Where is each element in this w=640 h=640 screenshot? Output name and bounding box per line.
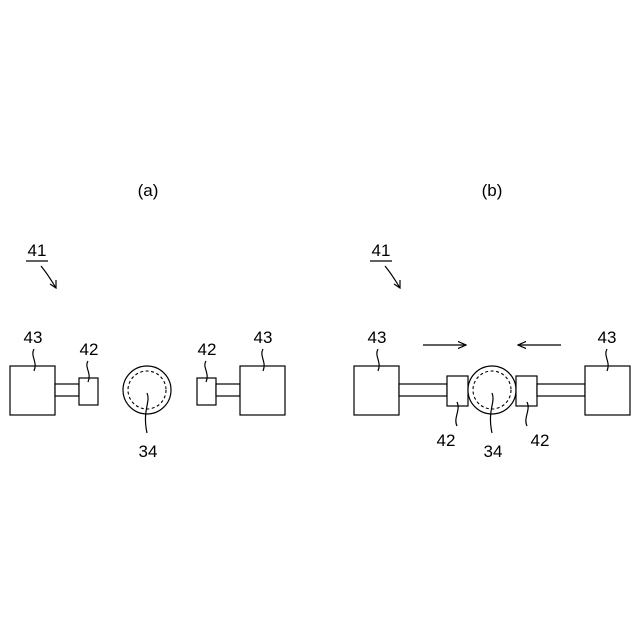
panel-b-right-body <box>585 366 630 415</box>
panel-b-left-shaft <box>399 384 447 396</box>
panel-a-left-body <box>10 366 55 415</box>
panel-a-left-shaft <box>55 384 79 396</box>
panel-a-right-pad-label: 42 <box>198 340 217 359</box>
panel-b-right-pad <box>516 376 537 406</box>
panel-a-right-body <box>240 366 285 415</box>
panel-b-right-pad-label: 42 <box>531 431 550 450</box>
panel-a-assembly-label: 41 <box>28 241 47 260</box>
panel-b-left-pad-label: 42 <box>437 431 456 450</box>
panel-a-assembly-callout: 41 <box>26 241 56 288</box>
panel-b-ball-label: 34 <box>484 442 503 461</box>
panel-a-right-body-label: 43 <box>254 328 273 347</box>
panel-b-right-shaft <box>537 384 585 396</box>
panel-b-assembly-callout: 41 <box>370 241 400 288</box>
panel-b-left-body <box>354 366 399 415</box>
panel-a-ball-label: 34 <box>139 442 158 461</box>
panel-b: (b) 41 43 42 34 42 <box>354 181 630 461</box>
panel-a-right-shaft <box>216 384 240 396</box>
panel-a-left-body-label: 43 <box>24 328 43 347</box>
panel-b-caption: (b) <box>482 181 503 200</box>
panel-b-left-pad <box>447 376 468 406</box>
panel-b-left-body-label: 43 <box>368 328 387 347</box>
panel-a: (a) 41 43 42 34 42 43 <box>10 181 285 461</box>
panel-a-left-pad-label: 42 <box>80 340 99 359</box>
panel-b-assembly-arrow <box>385 266 400 288</box>
panel-a-caption: (a) <box>138 181 159 200</box>
panel-b-assembly-label: 41 <box>372 241 391 260</box>
panel-b-right-body-label: 43 <box>598 328 617 347</box>
panel-a-assembly-arrow <box>41 266 56 288</box>
